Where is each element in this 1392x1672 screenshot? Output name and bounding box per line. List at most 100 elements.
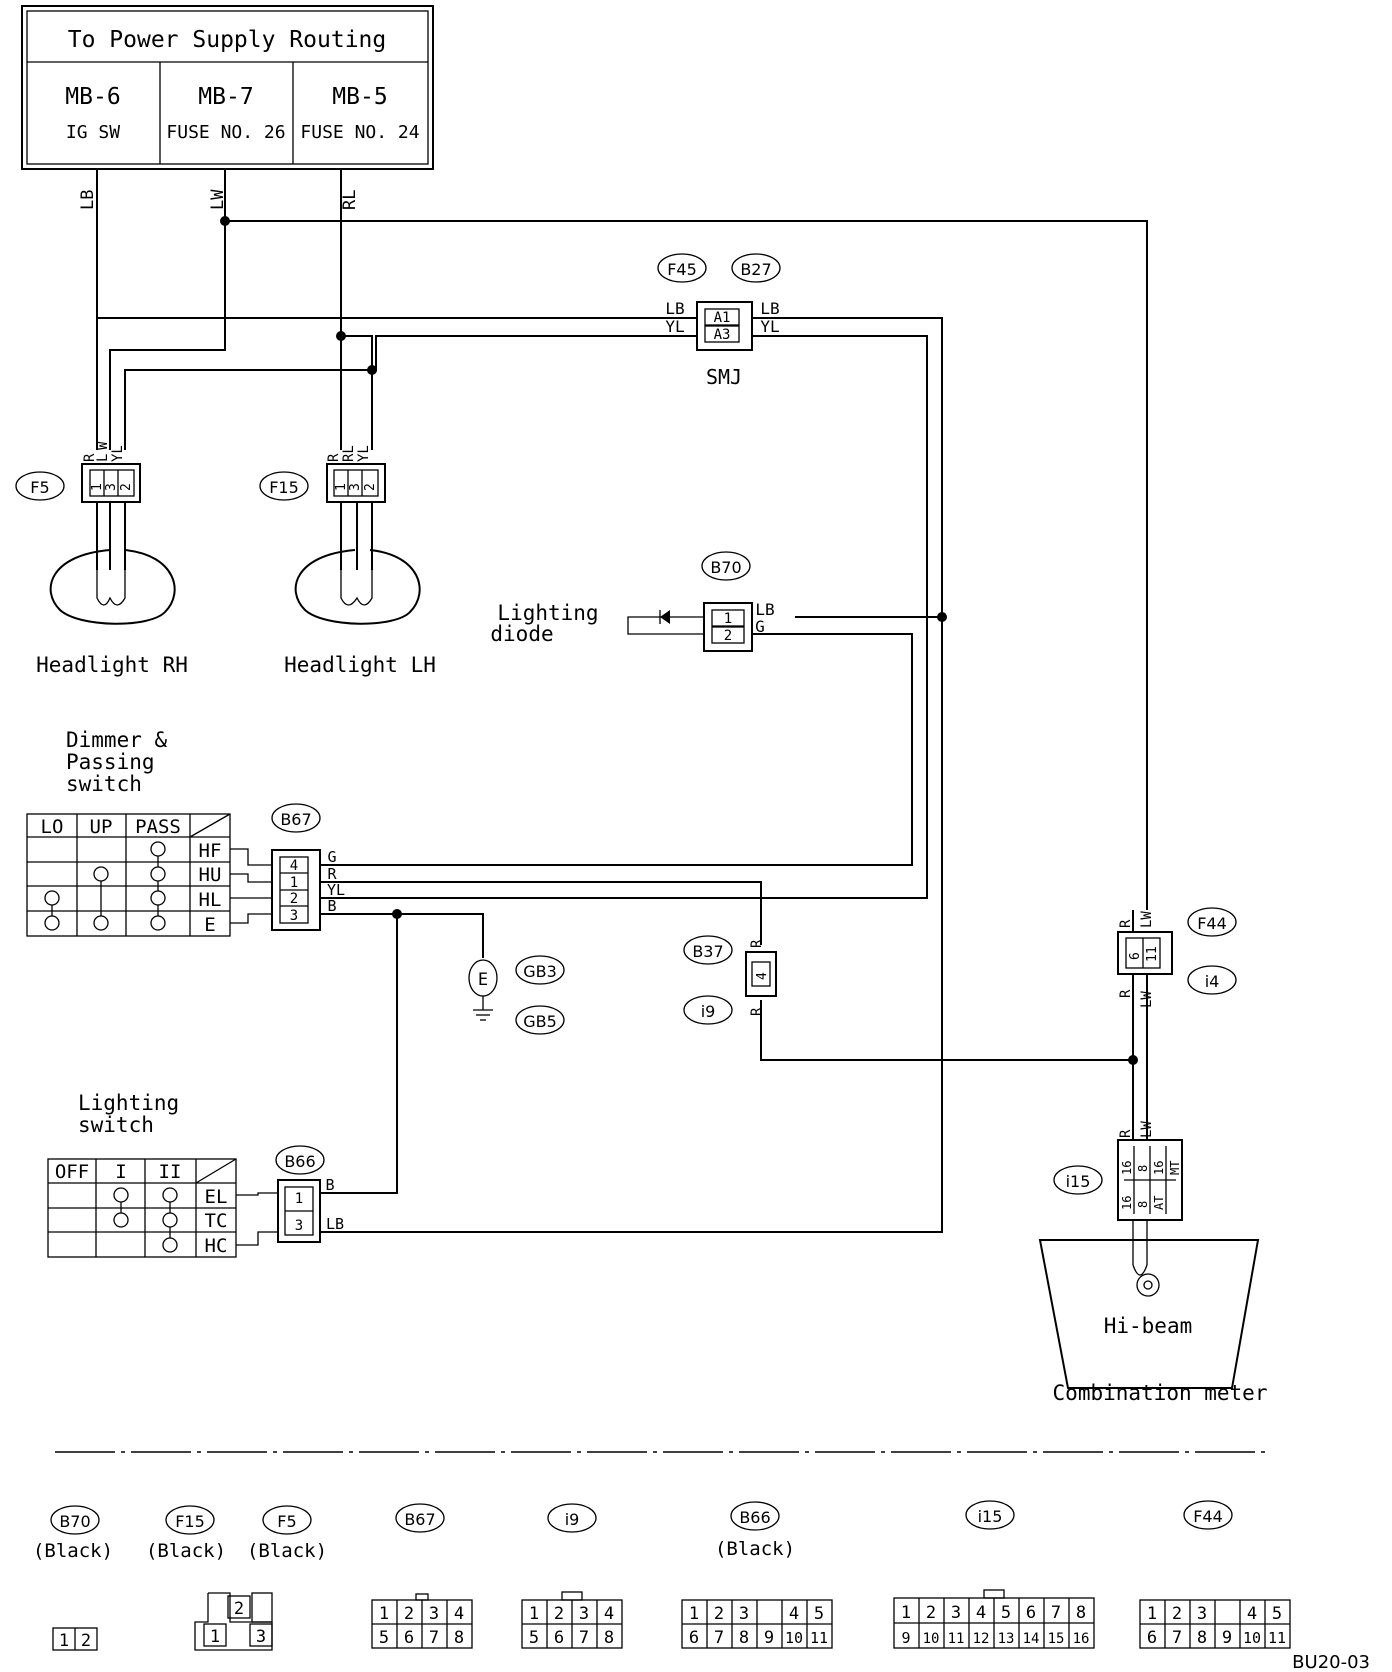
svg-text:8: 8 xyxy=(454,1628,464,1648)
svg-text:9: 9 xyxy=(1222,1628,1232,1648)
svg-text:9: 9 xyxy=(764,1628,774,1648)
svg-text:R: R xyxy=(1118,1129,1134,1138)
svg-text:R: R xyxy=(327,865,337,883)
tag-b37: B37 xyxy=(692,942,723,961)
svg-text:R: R xyxy=(82,453,98,462)
tag-i4: i4 xyxy=(1205,972,1220,991)
svg-text:G: G xyxy=(327,848,336,866)
svg-text:16: 16 xyxy=(1120,1161,1134,1175)
svg-text:5: 5 xyxy=(379,1628,389,1648)
svg-text:F44: F44 xyxy=(1193,1507,1223,1526)
figure-code: BU20-03 xyxy=(1292,1652,1370,1672)
svg-text:10: 10 xyxy=(923,1631,940,1647)
svg-text:2: 2 xyxy=(234,1599,244,1619)
svg-text:1: 1 xyxy=(689,1604,699,1624)
svg-text:5: 5 xyxy=(529,1628,539,1648)
svg-text:(Black): (Black) xyxy=(33,1540,113,1562)
svg-text:3: 3 xyxy=(295,1218,303,1234)
svg-text:1: 1 xyxy=(90,483,105,491)
svg-text:15: 15 xyxy=(1048,1631,1065,1647)
power-cell-mb5: MB-5 xyxy=(332,84,387,110)
svg-text:13: 13 xyxy=(998,1631,1015,1647)
power-cell-mb5-sub: FUSE NO. 24 xyxy=(300,122,419,143)
label-lighting-diode-2: diode xyxy=(490,622,553,646)
svg-text:16: 16 xyxy=(1152,1161,1166,1175)
svg-text:1: 1 xyxy=(210,1627,220,1647)
svg-text:11: 11 xyxy=(810,1629,828,1647)
label-combination-meter: Combination meter xyxy=(1053,1381,1268,1405)
lighting-diode: B70 1 2 LB G Lighting diode xyxy=(490,551,775,652)
svg-text:6: 6 xyxy=(1147,1628,1157,1648)
svg-text:(Black): (Black) xyxy=(715,1538,795,1560)
svg-text:1: 1 xyxy=(529,1604,539,1624)
svg-text:R: R xyxy=(326,453,342,462)
svg-text:12: 12 xyxy=(973,1631,990,1647)
dimmer-passing-switch: Dimmer & Passing switch LO UP PASS HF HU… xyxy=(26,728,345,937)
svg-text:7: 7 xyxy=(579,1628,589,1648)
svg-text:LW: LW xyxy=(1139,1121,1155,1138)
power-cell-mb6: MB-6 xyxy=(65,84,120,110)
svg-text:1: 1 xyxy=(379,1604,389,1624)
svg-text:R: R xyxy=(749,1007,765,1016)
svg-text:L: L xyxy=(95,454,111,462)
power-cell-mb6-sub: IG SW xyxy=(66,122,120,143)
svg-text:2: 2 xyxy=(119,483,134,491)
svg-text:3: 3 xyxy=(579,1604,589,1624)
svg-text:HU: HU xyxy=(199,864,222,886)
label-headlight-lh: Headlight LH xyxy=(284,653,436,677)
tag-i9: i9 xyxy=(701,1002,716,1021)
smj-left-yl: YL xyxy=(665,317,684,336)
tag-f45: F45 xyxy=(667,260,697,279)
svg-text:3: 3 xyxy=(429,1604,439,1624)
svg-text:YL: YL xyxy=(327,881,345,899)
svg-text:2: 2 xyxy=(404,1604,414,1624)
svg-text:B66: B66 xyxy=(739,1508,770,1527)
ground-symbol: E GB3 GB5 xyxy=(468,955,565,1035)
svg-text:10: 10 xyxy=(785,1629,803,1647)
svg-text:B: B xyxy=(325,1176,334,1194)
svg-text:F5: F5 xyxy=(277,1512,296,1531)
smj-right-lb: LB xyxy=(760,299,779,318)
svg-text:11: 11 xyxy=(948,1631,965,1647)
svg-text:R: R xyxy=(749,939,765,948)
svg-text:11: 11 xyxy=(1145,946,1160,962)
svg-text:LB: LB xyxy=(755,600,774,619)
tag-f44: F44 xyxy=(1197,914,1227,933)
svg-text:7: 7 xyxy=(1051,1603,1061,1623)
svg-text:UP: UP xyxy=(90,816,113,838)
svg-text:LB: LB xyxy=(326,1215,344,1233)
svg-text:4: 4 xyxy=(789,1604,799,1624)
svg-text:4: 4 xyxy=(755,972,770,980)
label-dimmer-3: switch xyxy=(66,772,142,796)
svg-text:2: 2 xyxy=(290,891,298,907)
tag-b67: B67 xyxy=(280,810,311,829)
svg-text:6: 6 xyxy=(689,1628,699,1648)
svg-text:2: 2 xyxy=(1172,1604,1182,1624)
smj-connector: F45 B27 A1 A3 LB YL LB YL SMJ xyxy=(657,253,781,389)
smj-pin-a3: A3 xyxy=(714,327,731,343)
wire-label-lw: LW xyxy=(208,189,228,210)
svg-text:2: 2 xyxy=(363,483,378,491)
svg-text:8: 8 xyxy=(1136,1165,1150,1172)
wire-label-rl: RL xyxy=(340,190,360,210)
svg-text:(Black): (Black) xyxy=(146,1540,226,1562)
svg-text:3: 3 xyxy=(290,908,298,924)
svg-text:3: 3 xyxy=(256,1627,266,1647)
smj-left-lb: LB xyxy=(665,299,684,318)
svg-text:7: 7 xyxy=(1172,1628,1182,1648)
svg-text:HL: HL xyxy=(199,889,222,911)
svg-text:LO: LO xyxy=(41,816,64,838)
headlight-rh: F5 1 3 2 R L W YL Headlight RH xyxy=(15,441,188,677)
svg-text:3: 3 xyxy=(951,1603,961,1623)
svg-text:1: 1 xyxy=(724,611,732,627)
svg-text:7: 7 xyxy=(714,1628,724,1648)
svg-text:HF: HF xyxy=(199,840,222,862)
svg-text:2: 2 xyxy=(926,1603,936,1623)
svg-text:3: 3 xyxy=(104,483,119,491)
tag-f5: F5 xyxy=(30,478,49,497)
svg-text:5: 5 xyxy=(814,1604,824,1624)
svg-text:TC: TC xyxy=(205,1210,228,1232)
svg-text:6: 6 xyxy=(554,1628,564,1648)
svg-text:HC: HC xyxy=(205,1235,228,1257)
